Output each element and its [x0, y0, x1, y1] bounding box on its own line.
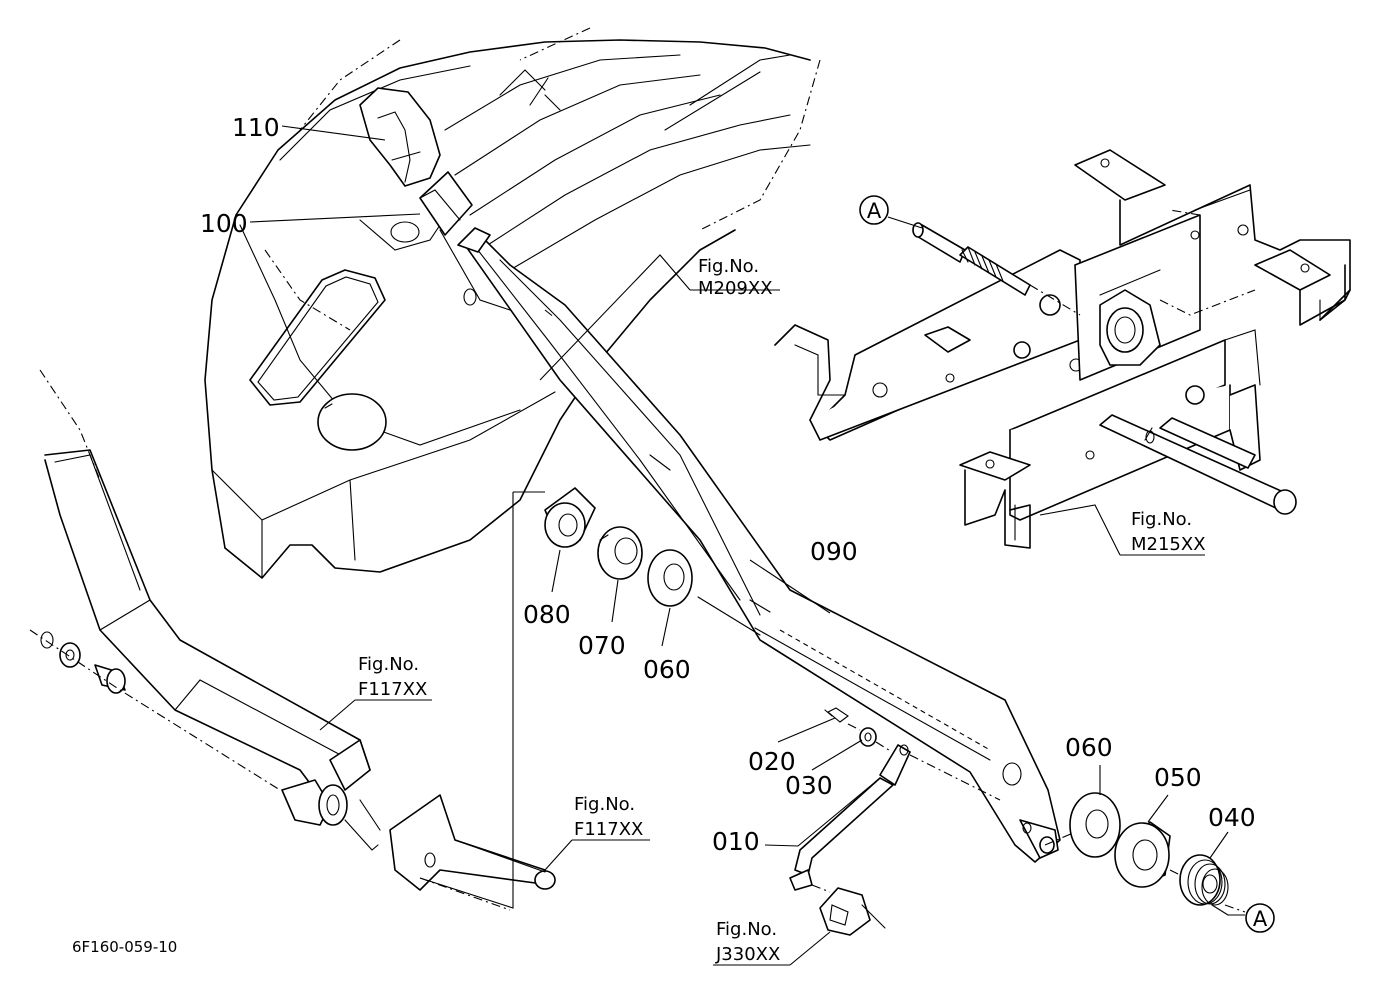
- part-number-060-upper: 060: [643, 655, 691, 684]
- washer-030: [859, 727, 893, 753]
- fig-ref-f117-right-code: F117XX: [574, 819, 643, 840]
- part-number-040: 040: [1208, 803, 1256, 832]
- part-number-100: 100: [200, 209, 248, 238]
- fig-ref-j330-code: J330XX: [715, 944, 780, 965]
- fig-ref-m209-label: Fig.No.: [698, 256, 759, 277]
- fig-ref-f117-left-label: Fig.No.: [358, 654, 419, 675]
- washer-060-upper: [647, 549, 693, 607]
- part-number-060-lower: 060: [1065, 733, 1113, 762]
- fig-ref-m215-label: Fig.No.: [1131, 509, 1192, 530]
- fig-ref-m215-code: M215XX: [1131, 534, 1206, 555]
- connection-marker-a-bottom-label: A: [1253, 907, 1268, 931]
- fig-ref-m209-code: M209XX: [698, 278, 773, 299]
- snap-pin-020: [824, 707, 861, 731]
- part-number-090: 090: [810, 537, 858, 566]
- part-number-050: 050: [1154, 763, 1202, 792]
- part-number-110: 110: [232, 113, 280, 142]
- lever-sleeve-100: [419, 171, 473, 236]
- part-number-020: 020: [748, 747, 796, 776]
- axle-housing-left: [29, 369, 556, 911]
- connection-marker-a-top: [859, 195, 889, 225]
- flange-collar-070: [597, 526, 643, 580]
- connection-marker-a-top-label: A: [867, 199, 882, 223]
- bushing-080: [544, 487, 596, 548]
- connection-marker-a-bottom: [1245, 903, 1275, 933]
- part-number-080: 080: [523, 600, 571, 629]
- pin-shaft-right: [1099, 414, 1297, 515]
- washer-060-lower: [1069, 792, 1121, 858]
- shaft-top: [912, 222, 1081, 316]
- rod-010: [789, 744, 1001, 893]
- collar-050: [1114, 821, 1171, 888]
- spring-040: [1179, 854, 1229, 916]
- lever-arm-090: [457, 227, 1061, 863]
- fig-ref-j330-label: Fig.No.: [716, 919, 777, 940]
- part-number-070: 070: [578, 631, 626, 660]
- part-number-030: 030: [785, 771, 833, 800]
- diagram-code: 6F160-059-10: [72, 938, 177, 956]
- frame-bracket: [774, 149, 1351, 549]
- clevis-j330: [819, 887, 886, 936]
- lever-grip-110: [359, 87, 441, 187]
- fender-housing: [204, 27, 821, 579]
- fig-ref-f117-left-code: F117XX: [358, 679, 427, 700]
- fig-ref-f117-right-label: Fig.No.: [574, 794, 635, 815]
- part-number-010: 010: [712, 827, 760, 856]
